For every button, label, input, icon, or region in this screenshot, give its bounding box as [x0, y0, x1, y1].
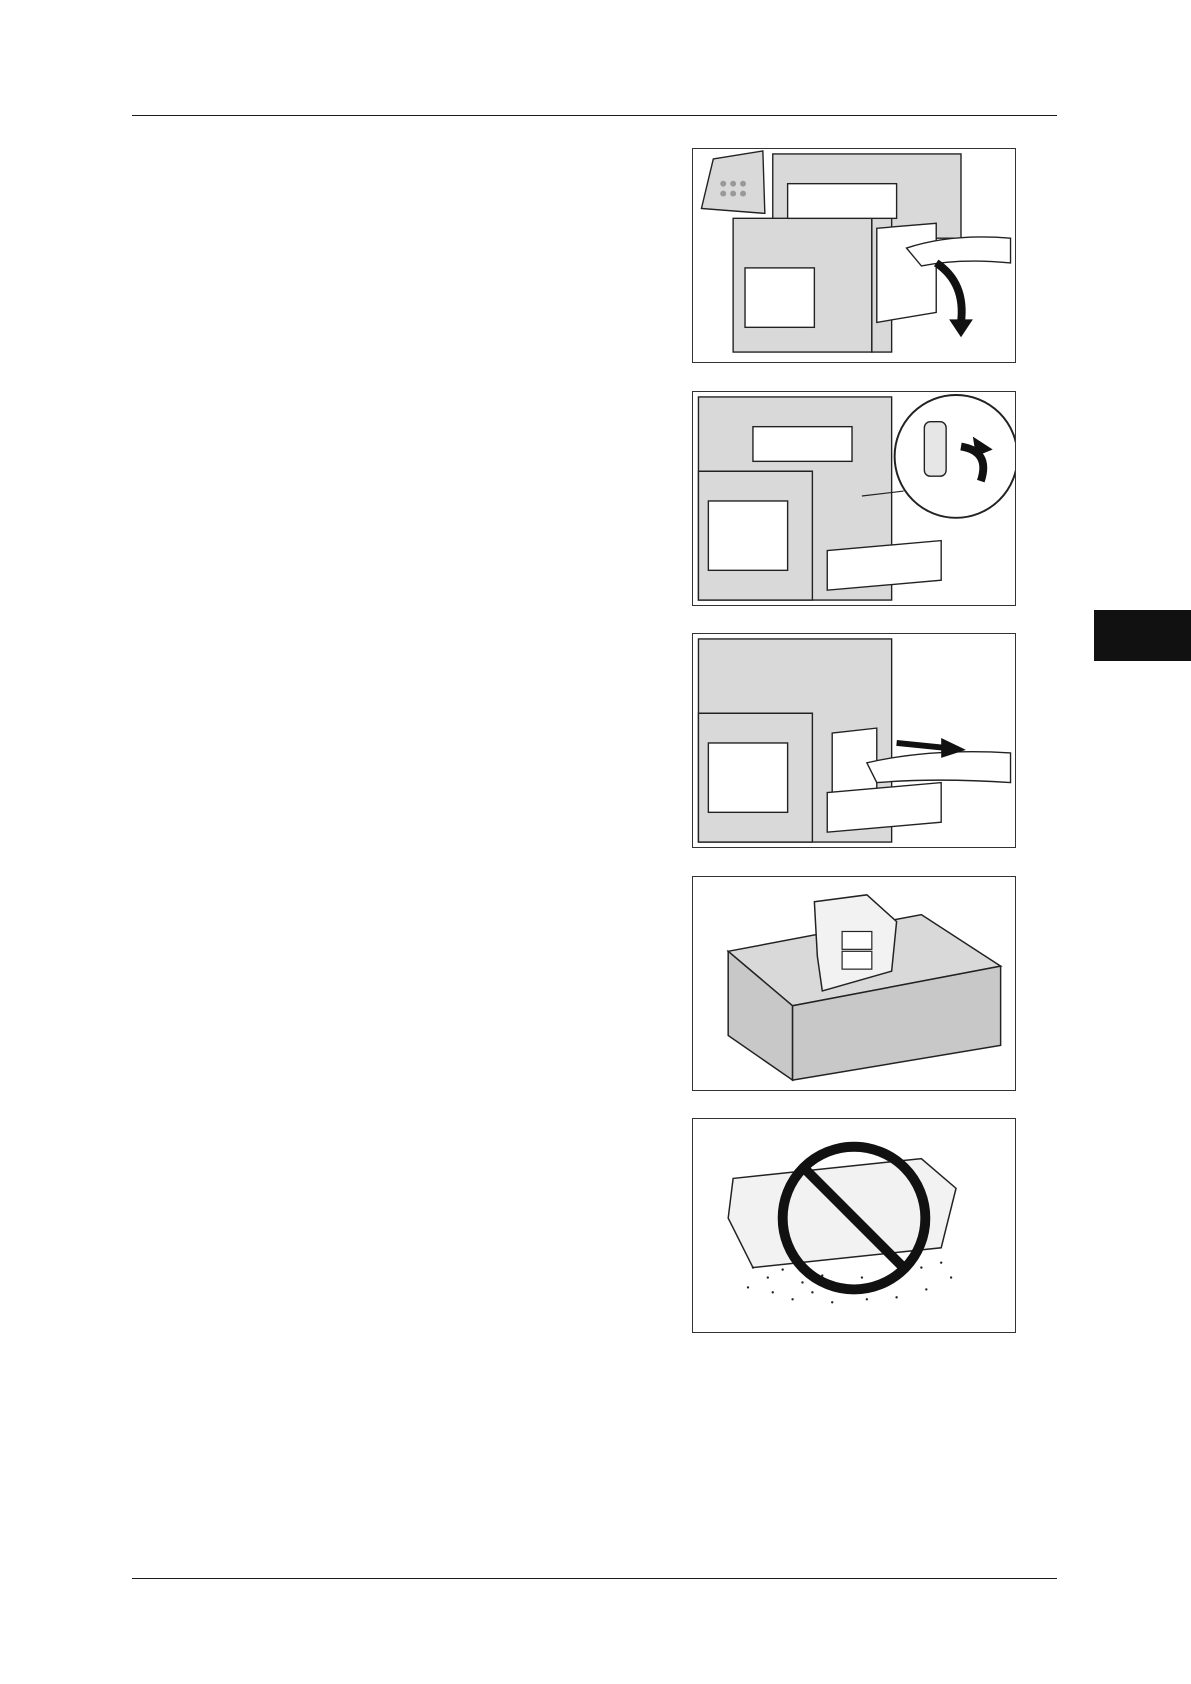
prohibited-icon [693, 1119, 1015, 1332]
unlock-waste-toner-lever-illustration [692, 391, 1016, 606]
container-removal-icon [693, 634, 1015, 847]
printer-lever-unlock-icon [693, 392, 1015, 605]
container-on-table-icon [693, 877, 1015, 1090]
place-container-upright-on-table-illustration [692, 876, 1016, 1091]
chapter-side-tab [1094, 610, 1191, 661]
footer-rule [132, 1578, 1057, 1579]
open-side-door-illustration [692, 148, 1016, 363]
printer-door-open-icon [693, 149, 1015, 362]
header-rule [132, 115, 1057, 116]
remove-waste-toner-container-illustration [692, 633, 1016, 848]
do-not-lay-container-flat-prohibited-illustration [692, 1118, 1016, 1333]
